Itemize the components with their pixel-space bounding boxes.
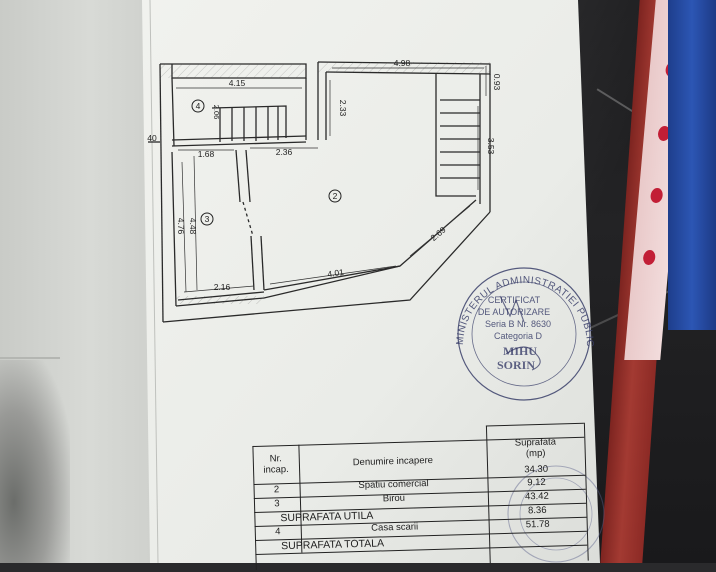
dim-4-76: 4.76 xyxy=(176,218,186,235)
room-number-3: 3 xyxy=(205,214,210,224)
row-nr: 3 xyxy=(274,497,280,509)
second-stamp xyxy=(507,465,605,563)
stamp-line-3: Seria B Nr. 8630 xyxy=(485,319,551,329)
stamp-name-1: MIHU xyxy=(503,344,537,358)
hand-shadow xyxy=(0,360,70,563)
stamp-line-1: CERTIFICAT xyxy=(488,295,541,305)
row-area: 51.78 xyxy=(525,518,550,530)
header-area-line2: (mp) xyxy=(525,447,546,460)
stamp-line-2: DE AUTORIZARE xyxy=(478,307,550,317)
stamp-line-4: Categoria D xyxy=(494,331,543,341)
dim-4-98: 4.98 xyxy=(394,58,411,68)
dim-3-53: 3.53 xyxy=(486,138,496,155)
dim-2-06: 2.06 xyxy=(212,105,221,120)
dim-2-16: 2.16 xyxy=(214,282,231,292)
row-nr: 4 xyxy=(274,525,281,537)
dim-4-48: 4.48 xyxy=(188,218,198,235)
dim-2-36: 2.36 xyxy=(276,147,293,157)
room-number-4: 4 xyxy=(196,101,201,111)
header-nr-line2: incap. xyxy=(263,463,289,476)
room-number-2: 2 xyxy=(333,191,338,201)
header-nr: Nr. incap. xyxy=(252,447,299,484)
row-nr: 2 xyxy=(273,483,280,495)
dim-40: 40 xyxy=(147,133,157,143)
left-page-fold xyxy=(0,357,60,359)
dim-4-15: 4.15 xyxy=(229,78,246,88)
blue-folder xyxy=(668,0,716,330)
stamp-name-2: SORIN xyxy=(497,358,535,372)
area-table: Nr. incap. Denumire incapere Suprafata (… xyxy=(252,422,596,572)
dim-1-68: 1.68 xyxy=(198,149,215,159)
floor-plan xyxy=(148,61,491,323)
dim-2-33: 2.33 xyxy=(338,100,348,117)
dim-4-01: 4.01 xyxy=(327,267,345,279)
dim-0-93: 0.93 xyxy=(492,74,502,91)
